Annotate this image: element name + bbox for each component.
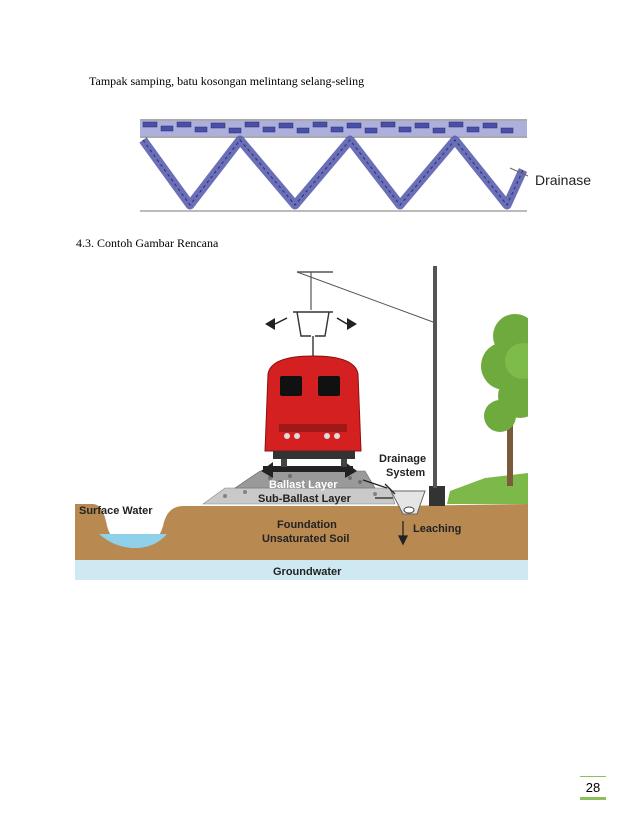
label-unsaturated-soil: Unsaturated Soil (262, 533, 349, 545)
sleeper (263, 466, 353, 472)
label-sub-ballast-layer: Sub-Ballast Layer (258, 493, 352, 505)
label-leaching: Leaching (413, 523, 461, 535)
grass-embankment (447, 473, 528, 504)
page-number: 28 (585, 780, 601, 795)
pantograph (293, 311, 333, 358)
page-number-rule-top (580, 776, 606, 777)
motion-arrow-icons (261, 318, 357, 478)
label-surface-water: Surface Water (79, 505, 153, 517)
soil-layer (75, 504, 528, 560)
page-number-rule-bottom (580, 797, 606, 800)
railway-cross-section-figure: Surface Water Drainage System Ballast La… (75, 266, 528, 580)
label-foundation: Foundation (277, 519, 337, 531)
stone-drain-figure (139, 119, 529, 212)
label-drainage: Drainage (379, 453, 426, 465)
train-icon (264, 355, 362, 467)
tree-icon (481, 314, 528, 486)
drainage-ditch (390, 490, 426, 515)
section-heading: 4.3. Contoh Gambar Rencana (76, 236, 219, 250)
surface-water-pond (99, 534, 167, 548)
groundwater-band (75, 560, 528, 580)
figure-caption-side-view: Tampak samping, batu kosongan melintang … (89, 74, 365, 88)
sub-ballast-layer (202, 487, 396, 505)
label-system: System (386, 467, 425, 479)
label-groundwater: Groundwater (273, 566, 342, 578)
label-ballast-layer: Ballast Layer (269, 479, 338, 491)
drainase-label: Drainase (535, 172, 592, 188)
catenary-pole (429, 486, 445, 506)
